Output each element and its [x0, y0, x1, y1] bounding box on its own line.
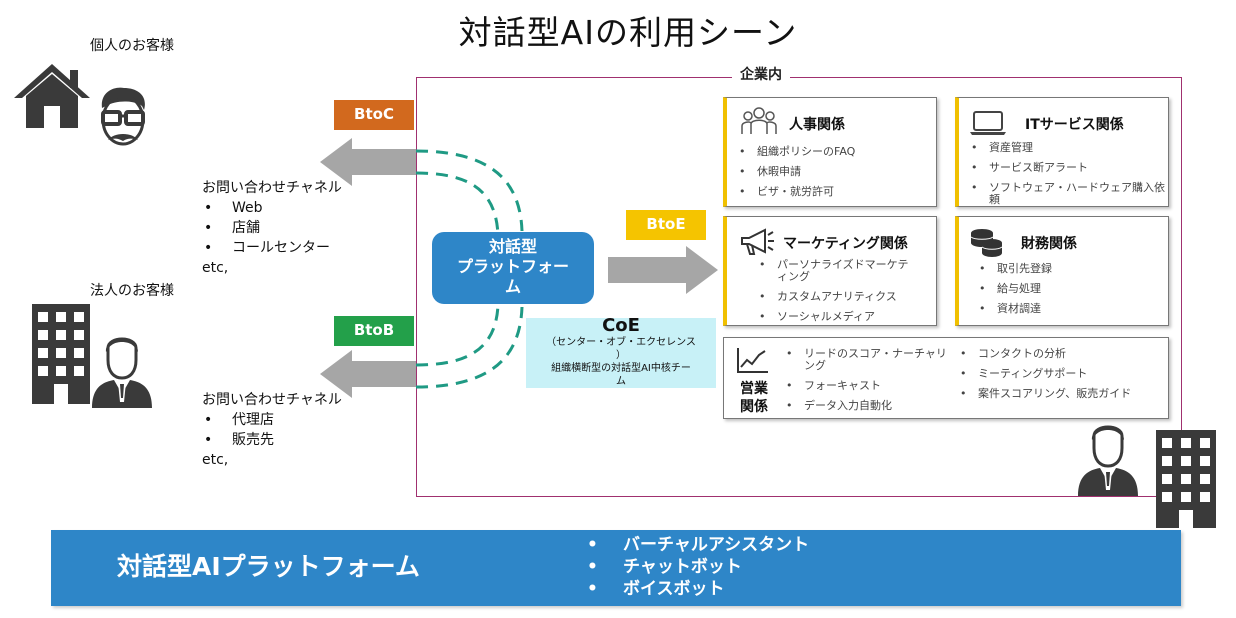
- btoc-tag: BtoC: [334, 100, 414, 130]
- list-item: 案件スコアリング、販売ガイド: [956, 384, 1166, 404]
- list-item: 資材調達: [975, 299, 1155, 319]
- list-item: 資産管理: [967, 138, 1171, 158]
- businessman-icon: [92, 337, 152, 408]
- coins-icon: [970, 229, 1003, 257]
- list-item: データ入力自動化: [782, 396, 952, 416]
- dept-title: 財務関係: [1021, 236, 1077, 252]
- dialogue-platform-box: 対話型 プラットフォー ム: [432, 232, 594, 304]
- individual-customer-label: 個人のお客様: [90, 38, 174, 54]
- corporate-channel-heading: お問い合わせチャネル: [202, 392, 342, 408]
- businessman-icon: [1078, 425, 1138, 496]
- coe-box: CoE （センター・オブ・エクセレンス ） 組織横断型の対話型AI中核チー ム: [526, 315, 716, 388]
- dept-it: ITサービス関係 資産管理 サービス断アラート ソフトウェア・ハードウェア購入依…: [955, 97, 1169, 207]
- btob-tag: BtoB: [334, 316, 414, 346]
- platform-bar-list: バーチャルアシスタント チャットボット ボイスボット: [583, 534, 809, 600]
- office-building-icon: [1156, 430, 1216, 528]
- list-item: バーチャルアシスタント: [583, 534, 809, 556]
- list-item: ソーシャルメディア: [755, 307, 915, 327]
- chart-icon: [737, 348, 768, 373]
- list-item: ボイスボット: [583, 578, 809, 600]
- individual-channel-heading: お問い合わせチャネル: [202, 180, 342, 196]
- dept-hr: 人事関係 組織ポリシーのFAQ 休暇申請 ビザ・就労許可: [723, 97, 937, 207]
- list-item: ソフトウェア・ハードウェア購入依頼: [967, 178, 1171, 210]
- dept-title: ITサービス関係: [1025, 117, 1124, 133]
- btob-arrow: [320, 350, 416, 398]
- dept-title: マーケティング関係: [783, 236, 908, 252]
- corporate-channel-etc: etc,: [202, 452, 229, 468]
- company-boundary: [416, 77, 1182, 497]
- btoe-arrow: [608, 246, 718, 294]
- list-item: Web: [202, 198, 342, 218]
- house-icon: [14, 64, 90, 128]
- dashed-curves: [415, 149, 524, 389]
- list-item: 取引先登録: [975, 259, 1155, 279]
- list-item: パーソナライズドマーケティング: [755, 255, 915, 287]
- coe-title: CoE: [602, 315, 640, 336]
- list-item: リードのスコア・ナーチャリング: [782, 344, 952, 376]
- man-glasses-icon: [101, 87, 145, 146]
- corporate-customer-label: 法人のお客様: [90, 283, 174, 299]
- corporate-channel: お問い合わせチャネル 代理店 販売先 etc,: [202, 390, 342, 470]
- platform-bar: 対話型AIプラットフォーム バーチャルアシスタント チャットボット ボイスボット: [51, 530, 1181, 606]
- company-label: 企業内: [732, 64, 790, 84]
- list-item: コールセンター: [202, 238, 342, 258]
- list-item: チャットボット: [583, 556, 809, 578]
- page-title: 対話型AIの利用シーン: [458, 13, 798, 52]
- list-item: 代理店: [202, 410, 342, 430]
- dept-title: 人事関係: [789, 117, 845, 133]
- list-item: 店舗: [202, 218, 342, 238]
- dept-marketing: マーケティング関係 パーソナライズドマーケティング カスタムアナリティクス ソー…: [723, 216, 937, 327]
- list-item: 組織ポリシーのFAQ: [735, 142, 935, 162]
- dept-sales: 営業 関係 リードのスコア・ナーチャリング フォーキャスト データ入力自動化 コ…: [723, 337, 1169, 419]
- list-item: ビザ・就労許可: [735, 182, 935, 202]
- btoc-arrow: [320, 138, 416, 186]
- individual-channel-etc: etc,: [202, 260, 229, 276]
- individual-channel: お問い合わせチャネル Web 店舗 コールセンター etc,: [202, 178, 342, 278]
- list-item: サービス断アラート: [967, 158, 1171, 178]
- dept-title: 営業 関係: [740, 381, 768, 415]
- list-item: 給与処理: [975, 279, 1155, 299]
- people-icon: [741, 107, 777, 134]
- megaphone-icon: [741, 228, 774, 255]
- laptop-icon: [970, 111, 1006, 135]
- list-item: フォーキャスト: [782, 376, 952, 396]
- dept-finance: 財務関係 取引先登録 給与処理 資材調達: [955, 216, 1169, 326]
- list-item: 休暇申請: [735, 162, 935, 182]
- list-item: ミーティングサポート: [956, 364, 1166, 384]
- office-building-icon: [32, 304, 90, 404]
- platform-bar-title: 対話型AIプラットフォーム: [117, 552, 420, 581]
- list-item: カスタムアナリティクス: [755, 287, 915, 307]
- btoe-tag: BtoE: [626, 210, 706, 240]
- list-item: コンタクトの分析: [956, 344, 1166, 364]
- list-item: 販売先: [202, 430, 342, 450]
